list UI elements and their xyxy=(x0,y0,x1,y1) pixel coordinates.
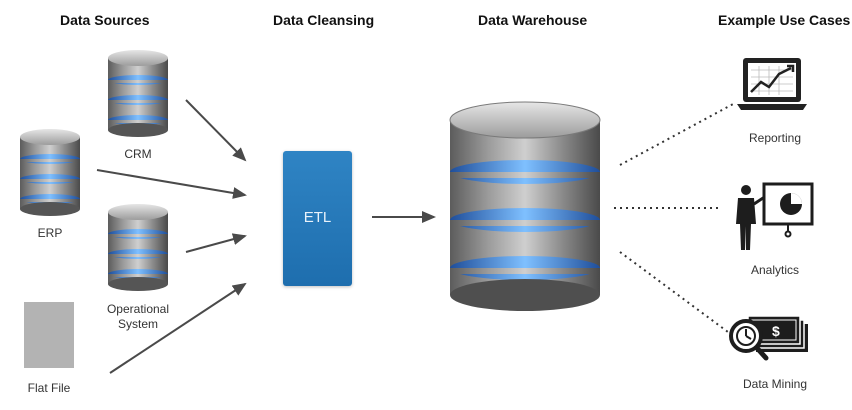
erp-database-icon xyxy=(20,129,80,216)
reporting-label: Reporting xyxy=(748,131,802,145)
flat-file-icon xyxy=(24,302,74,368)
presenter-pie-chart-icon xyxy=(736,182,814,250)
arrow-erp-to-etl xyxy=(96,169,247,199)
arrow-crm-to-etl xyxy=(185,99,247,162)
magnifier-money-icon: $ xyxy=(729,315,808,361)
operational-label-line1: Operational xyxy=(106,302,170,316)
crm-database-icon xyxy=(108,50,168,137)
warehouse-database-icon xyxy=(449,101,601,311)
heading-data-sources: Data Sources xyxy=(60,12,150,28)
dotted-link-reporting xyxy=(619,102,736,166)
laptop-chart-icon xyxy=(737,58,807,110)
erp-label: ERP xyxy=(37,226,63,240)
operational-database-icon xyxy=(108,204,168,291)
etl-box: ETL xyxy=(283,151,352,286)
crm-label: CRM xyxy=(124,147,152,161)
heading-data-warehouse: Data Warehouse xyxy=(478,12,588,28)
svg-text:$: $ xyxy=(772,323,780,339)
heading-data-cleansing: Data Cleansing xyxy=(273,12,375,28)
heading-use-cases: Example Use Cases xyxy=(718,12,851,28)
etl-label: ETL xyxy=(303,209,332,226)
operational-system-label: Operational System xyxy=(98,302,178,332)
dotted-link-data-mining xyxy=(619,251,729,333)
data-mining-label: Data Mining xyxy=(742,377,808,391)
arrow-flatfile-to-etl xyxy=(109,282,247,374)
analytics-label: Analytics xyxy=(750,263,800,277)
arrow-operational-to-etl xyxy=(185,233,247,253)
flat-file-label: Flat File xyxy=(27,381,71,395)
operational-label-line2: System xyxy=(117,317,158,331)
